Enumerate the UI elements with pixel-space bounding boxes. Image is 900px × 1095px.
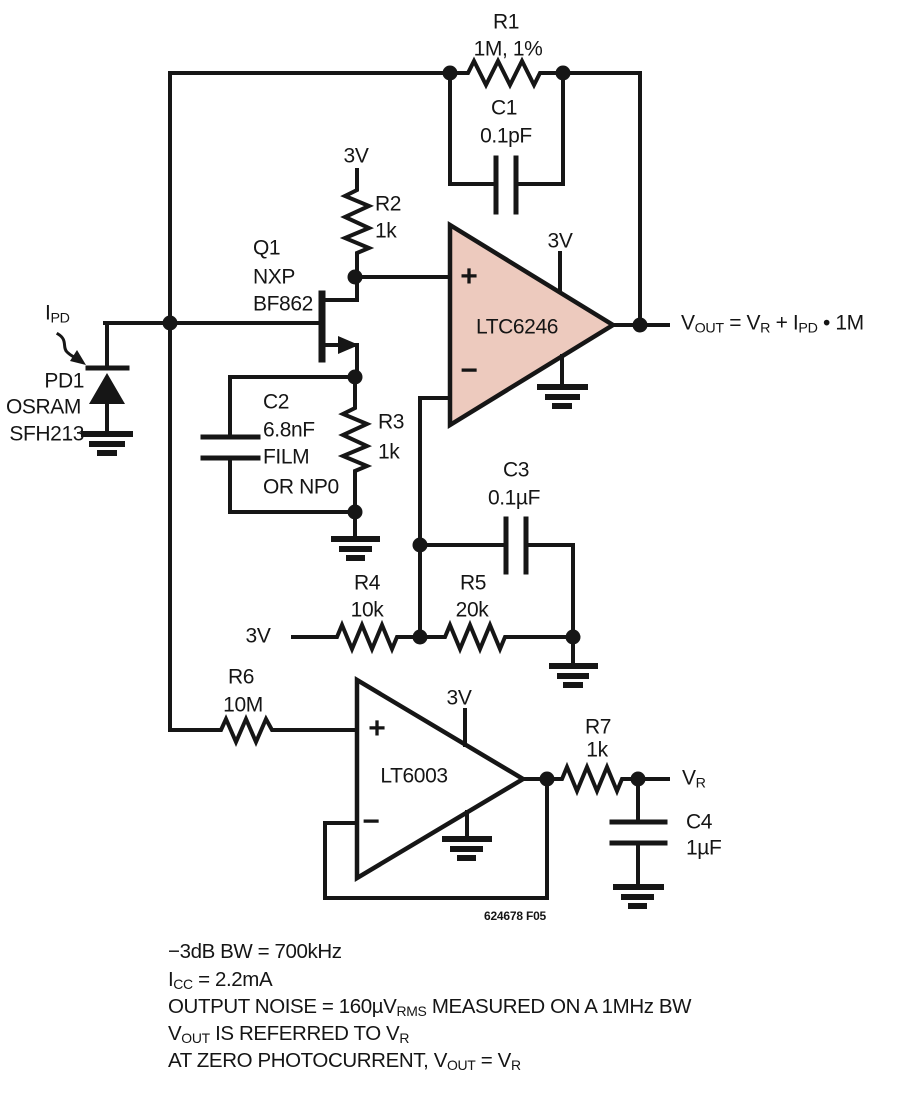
r3-ref: R3	[378, 410, 405, 434]
q1-mfr: NXP	[253, 265, 295, 289]
resistor-r1-zigzag	[448, 56, 565, 90]
source-network	[200, 375, 380, 561]
jfet-q1-symbol	[318, 168, 375, 379]
r7-value: 1k	[586, 738, 608, 762]
note-supply-current: ICC = 2.2mA	[168, 967, 273, 992]
r2-value: 1k	[375, 219, 397, 243]
opamp2-plus-input: +	[368, 712, 386, 745]
capacitor-c1-right-lead	[516, 71, 565, 186]
r6-value: 10M	[223, 693, 263, 717]
r4-ref: R4	[353, 571, 381, 595]
junction-dot	[565, 629, 581, 645]
junction-dot	[347, 504, 363, 520]
c2-value: 6.8nF	[263, 418, 315, 442]
wire-op2-feedback	[323, 777, 549, 900]
c4-ref: C4	[686, 810, 713, 834]
c2-ref: C2	[263, 390, 290, 414]
junction-dot	[162, 315, 178, 331]
opamp2-minus-input: −	[362, 805, 380, 838]
r5-ref: R5	[459, 571, 487, 595]
r3-value: 1k	[378, 440, 400, 464]
note-zero-photocurrent: AT ZERO PHOTOCURRENT, VOUT = VR	[168, 1048, 521, 1073]
c1-ref: C1	[490, 96, 518, 120]
r5-value: 20k	[455, 598, 489, 622]
supply-label-r4: 3V	[245, 624, 271, 648]
opamp-lt6003-symbol	[168, 676, 549, 900]
junction-dot	[632, 317, 648, 333]
r2-ref: R2	[375, 192, 402, 216]
junction-dot	[347, 369, 363, 385]
c3-value: 0.1µF	[487, 486, 541, 510]
junction-dot	[347, 269, 363, 285]
junction-dot	[539, 771, 555, 787]
pd1-mfr: OSRAM	[5, 395, 81, 419]
c3-ref: C3	[502, 458, 530, 482]
r1-value: 1M, 1%	[473, 37, 543, 61]
supply-label-r2: 3V	[343, 144, 369, 168]
c1-value: 0.1pF	[480, 124, 532, 148]
note-vout-reference: VOUT IS REFERRED TO VR	[168, 1021, 410, 1046]
pd1-ref: PD1	[44, 369, 84, 393]
ipd-arrowhead	[70, 350, 86, 365]
opamp1-part-label: LTC6246	[475, 315, 559, 339]
r1-ref: R1	[492, 10, 520, 34]
input-branch	[55, 71, 324, 732]
c2-type2: OR NP0	[263, 475, 339, 499]
vout-equation-label: VOUT = VR + IPD • 1M	[681, 311, 864, 337]
junction-dot	[442, 65, 458, 81]
resistor-r4-zigzag	[291, 619, 422, 655]
c2-type1: FILM	[263, 445, 310, 469]
opamp1-minus-input: −	[460, 354, 478, 387]
opamp1-triangle	[447, 220, 618, 430]
resistor-r7-zigzag	[521, 761, 670, 797]
note-output-noise: OUTPUT NOISE = 160µVRMS MEASURED ON A 1M…	[168, 994, 692, 1019]
pd1-part: SFH213	[9, 422, 84, 446]
vr-label: VR	[682, 766, 706, 792]
q1-drain-lead	[323, 275, 359, 302]
opamp2-triangle	[354, 676, 528, 882]
note-bandwidth: −3dB BW = 700kHz	[168, 939, 342, 963]
r4-value: 10k	[350, 598, 384, 622]
r7-ref: R7	[584, 715, 612, 739]
feedback-network	[168, 56, 642, 327]
supply-label-op1: 3V	[547, 229, 573, 253]
vr-output-network	[521, 761, 670, 909]
photodiode-pd1-triangle	[89, 373, 125, 404]
junction-dots	[162, 65, 648, 787]
figure-number: 624678 F05	[483, 909, 547, 923]
junction-dot	[630, 771, 646, 787]
junction-dot	[412, 629, 428, 645]
capacitor-c1-left-lead	[448, 71, 496, 186]
supply-label-op2: 3V	[446, 686, 472, 710]
opamp1-plus-input: +	[460, 260, 478, 293]
ipd-label: IPD	[45, 301, 70, 327]
wire-c3-right	[526, 543, 575, 639]
opamp2-part-label: LT6003	[380, 764, 448, 788]
r6-ref: R6	[227, 665, 255, 689]
reference-divider-network	[291, 396, 598, 688]
q1-ref: Q1	[253, 236, 281, 260]
opamp-ltc6246-symbol	[353, 220, 670, 430]
junction-dot	[555, 65, 571, 81]
wire-minus-input-op1	[418, 396, 452, 639]
resistor-r6-zigzag	[168, 713, 359, 748]
resistor-r2-zigzag	[339, 168, 375, 279]
resistor-r5-zigzag	[418, 619, 575, 655]
q1-part: BF862	[253, 292, 313, 316]
resistor-r3-zigzag	[337, 375, 373, 514]
junction-dot	[412, 537, 428, 553]
c4-value: 1µF	[686, 836, 722, 860]
q1-source-arrowhead	[338, 336, 359, 354]
wire-top-right-drop	[561, 71, 642, 327]
